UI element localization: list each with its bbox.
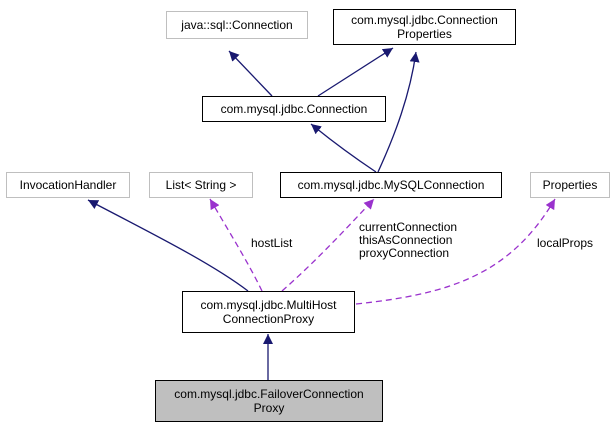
edge-label-line: currentConnection: [359, 220, 458, 234]
edge-label-local-props: localProps: [537, 237, 593, 250]
class-node-mysql-jdbc-connection[interactable]: com.mysql.jdbc.Connection: [202, 96, 386, 122]
edge-mysqlconnection-extends-connection-properties: [377, 51, 420, 173]
edge-multihost-implements-invocation-handler: [87, 199, 249, 292]
edge-label-line: hostList: [251, 236, 293, 250]
edge-connection-extends-connection-properties: [317, 47, 394, 97]
edge-connection-extends-java-sql-connection: [228, 50, 273, 97]
edge-multihost-uses-properties: [355, 198, 556, 305]
class-node-label-line: Properties: [397, 27, 452, 41]
edge-label-line: thisAsConnection: [359, 233, 453, 247]
class-node-label-line: com.mysql.jdbc.MultiHost: [200, 298, 337, 312]
class-node-mysql-connection[interactable]: com.mysql.jdbc.MySQLConnection: [280, 172, 502, 198]
class-node-label-line: com.mysql.jdbc.MySQLConnection: [297, 178, 485, 192]
class-node-connection-properties[interactable]: com.mysql.jdbc.Connection Properties: [333, 9, 516, 45]
class-node-invocation-handler[interactable]: InvocationHandler: [6, 172, 130, 198]
class-node-list-string[interactable]: List< String >: [149, 172, 253, 198]
class-node-label-line: java::sql::Connection: [181, 18, 293, 32]
class-node-properties[interactable]: Properties: [530, 172, 610, 198]
class-node-label-line: ConnectionProxy: [222, 312, 315, 326]
edge-label-connection-members: currentConnection thisAsConnection proxy…: [359, 221, 457, 260]
class-node-java-sql-connection[interactable]: java::sql::Connection: [166, 11, 308, 39]
class-node-label-line: Properties: [542, 178, 598, 192]
class-node-multihost-connection-proxy[interactable]: com.mysql.jdbc.MultiHost ConnectionProxy: [182, 291, 355, 333]
edge-label-line: proxyConnection: [359, 246, 450, 260]
class-node-label-line: com.mysql.jdbc.FailoverConnection: [174, 387, 364, 401]
edge-mysqlconnection-extends-connection: [310, 123, 377, 173]
class-node-label-line: List< String >: [165, 178, 237, 192]
edge-label-host-list: hostList: [251, 237, 292, 250]
edge-multihost-uses-list-string: [209, 198, 263, 292]
class-node-label-line: InvocationHandler: [19, 178, 117, 192]
class-node-label-line: com.mysql.jdbc.Connection: [351, 13, 498, 27]
class-node-label-line: Proxy: [253, 401, 285, 415]
edge-label-line: localProps: [537, 236, 594, 250]
class-node-failover-connection-proxy[interactable]: com.mysql.jdbc.FailoverConnection Proxy: [155, 380, 383, 422]
edge-multihost-uses-mysqlconnection: [281, 198, 375, 292]
class-node-label-line: com.mysql.jdbc.Connection: [220, 102, 368, 116]
